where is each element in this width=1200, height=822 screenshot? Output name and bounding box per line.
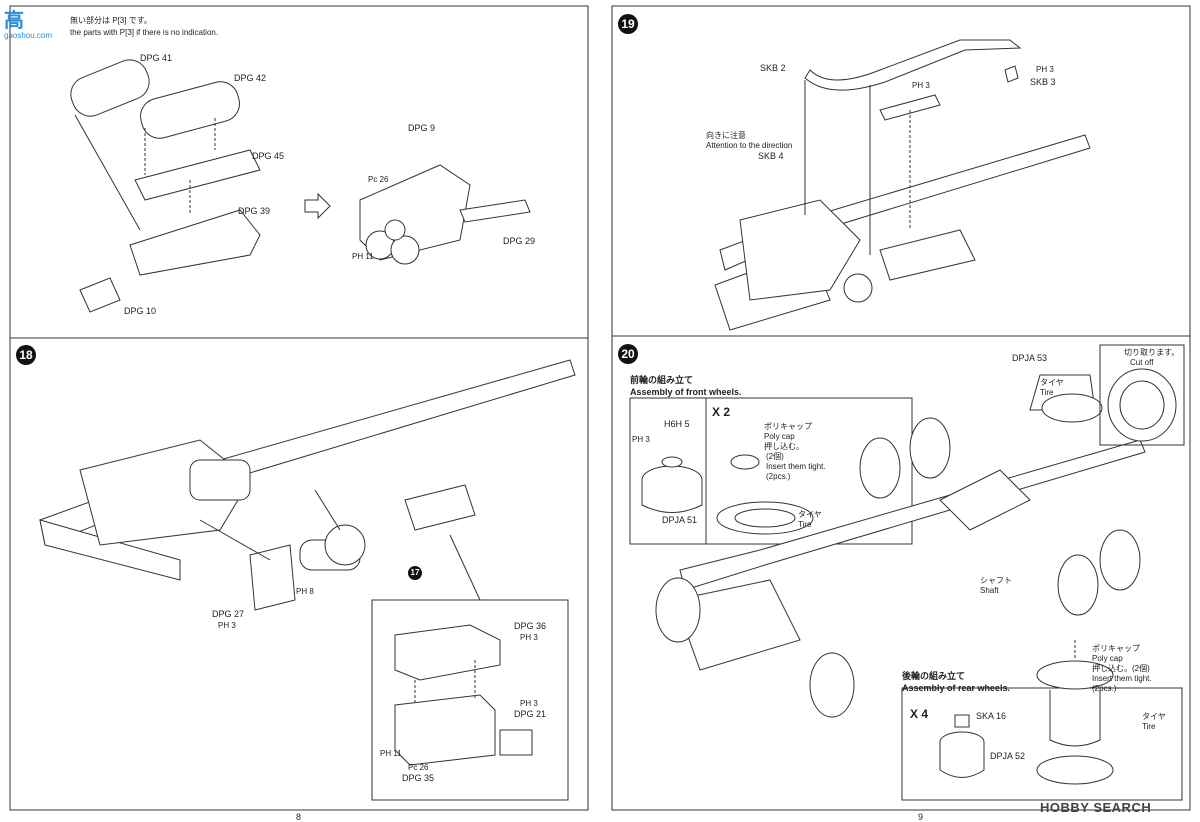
- rear-wheels-title-en: Assembly of rear wheels.: [902, 683, 1011, 693]
- label-ph3-18b: PH 3: [520, 633, 538, 642]
- step-number-19: 19: [618, 14, 638, 34]
- insert-tight-en: Insert them tight.: [766, 462, 826, 471]
- label-h6h: H6H 5: [664, 419, 690, 429]
- polycap-en: Poly cap: [764, 432, 795, 441]
- front-wheels-title-en: Assembly of front wheels.: [630, 387, 742, 397]
- two-pieces-en: (2pcs.): [766, 472, 791, 481]
- label-skb2: SKB 2: [760, 63, 786, 73]
- direction-note-en: Attention to the direction: [706, 141, 793, 150]
- rear-polycap-jp: ポリキャップ: [1092, 644, 1140, 653]
- chassis-front-drawing: [39, 359, 576, 801]
- step-number-18: 18: [16, 345, 36, 365]
- tire-en-front: Tire: [798, 520, 812, 529]
- label-dpg39: DPG 39: [238, 206, 271, 216]
- frame-step19: [611, 5, 1191, 337]
- label-dpg41: DPG 41: [140, 53, 173, 63]
- page-number-left: 8: [296, 812, 302, 822]
- rear-polycap-en: Poly cap: [1092, 654, 1123, 663]
- engine-parts-drawing: [70, 59, 531, 313]
- label-x4: X 4: [910, 707, 929, 721]
- rear-wheels-title-jp: 後輪の組み立て: [902, 671, 966, 681]
- label-ph3-19b: PH 3: [1036, 65, 1054, 74]
- chassis-exhaust-drawing: [714, 39, 1091, 331]
- push-in-jp: 押し込む。: [764, 442, 804, 451]
- watermark-text: gaoshou.com: [4, 31, 53, 40]
- label-x2: X 2: [712, 405, 731, 419]
- label-dpg27: DPG 27: [212, 609, 245, 619]
- shaft-en: Shaft: [980, 586, 999, 595]
- label-ph3-19: PH 3: [912, 81, 930, 90]
- label-ph3-18: PH 3: [218, 621, 236, 630]
- label-ph8: PH 8: [296, 587, 314, 596]
- tire-en-top: Tire: [1040, 388, 1054, 397]
- cut-off-jp: 切り取ります。: [1124, 348, 1180, 357]
- label-ska16: SKA 16: [976, 711, 1007, 721]
- direction-note-jp: 向きに注意: [706, 131, 746, 140]
- label-dpg35: DPG 35: [402, 773, 435, 783]
- watermark-logo: 高 gaoshou.com: [4, 4, 52, 40]
- label-ph11-18: PH 11: [380, 749, 402, 758]
- label-dpja52: DPJA 52: [990, 751, 1026, 761]
- rear-tire-en: Tire: [1142, 722, 1156, 731]
- label-dpg36: DPG 36: [514, 621, 547, 631]
- watermark-mark: 高: [4, 10, 24, 32]
- label-skb4: SKB 4: [758, 151, 784, 161]
- two-pieces-jp: (2個): [766, 452, 784, 461]
- top-note-jp: 無い部分は P[3] です。: [70, 16, 152, 25]
- chassis-wheels-drawing: [629, 344, 1185, 801]
- label-ph11: PH 11: [352, 252, 374, 261]
- cut-off-en: Cut off: [1130, 358, 1154, 367]
- label-dpg10: DPG 10: [124, 306, 157, 316]
- label-ph3-20: PH 3: [632, 435, 650, 444]
- page-number-right: 9: [918, 812, 924, 822]
- step-number-20: 20: [618, 344, 638, 364]
- label-dpg45: DPG 45: [252, 151, 285, 161]
- label-dpg21: DPG 21: [514, 709, 547, 719]
- rear-push-in: 押し込む。(2個): [1092, 664, 1150, 673]
- label-dpg29: DPG 29: [503, 236, 536, 246]
- frame-step18: [9, 337, 589, 811]
- polycap-jp: ポリキャップ: [764, 422, 812, 431]
- label-dpg42: DPG 42: [234, 73, 267, 83]
- top-note-en: the parts with P[3] if there is no indic…: [70, 28, 219, 37]
- brand-watermark: HOBBY SEARCH: [1040, 800, 1152, 815]
- label-pc26: Pc 26: [368, 175, 389, 184]
- reference-step-17: 17: [408, 566, 422, 580]
- tire-jp-top: タイヤ: [1040, 378, 1064, 387]
- label-ph3-18c: PH 3: [520, 699, 538, 708]
- label-dpja53: DPJA 53: [1012, 353, 1048, 363]
- label-pc26-18: Pc 26: [408, 763, 429, 772]
- label-dpg9: DPG 9: [408, 123, 436, 133]
- shaft-jp: シャフト: [980, 576, 1012, 585]
- rear-insert-tight: Insert them tight.: [1092, 674, 1152, 683]
- rear-tire-jp: タイヤ: [1142, 712, 1166, 721]
- rear-two-pieces: (2pcs.): [1092, 684, 1117, 693]
- tire-jp-front: タイヤ: [798, 510, 822, 519]
- label-dpja51: DPJA 51: [662, 515, 698, 525]
- frame-step20: [611, 335, 1191, 811]
- label-skb3: SKB 3: [1030, 77, 1056, 87]
- front-wheels-title-jp: 前輪の組み立て: [630, 375, 694, 385]
